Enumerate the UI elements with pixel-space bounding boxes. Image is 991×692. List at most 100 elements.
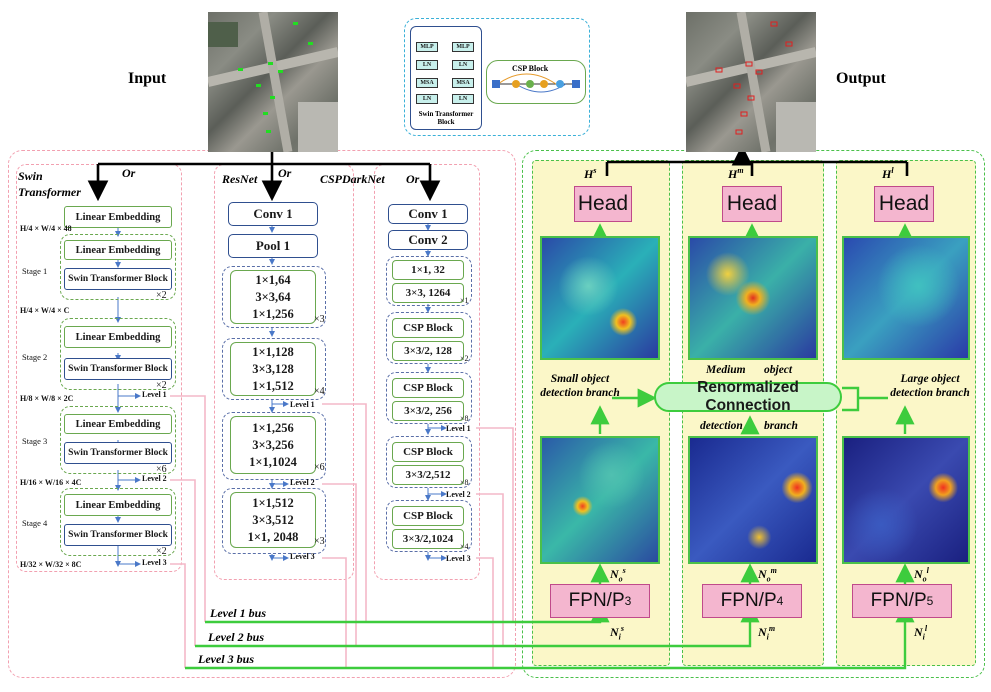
resnet-mult-4: ×3: [314, 536, 325, 547]
head-l-label: Hl: [882, 166, 894, 181]
swin-level-3: Level 3: [142, 558, 167, 567]
n-i-large: Nil: [914, 624, 928, 642]
heatmap-small-upper: [540, 236, 660, 360]
detection-label: detection: [700, 420, 743, 432]
output-label: Output: [836, 70, 886, 87]
head-s-label: Hs: [584, 166, 597, 181]
legend-box: [404, 18, 590, 136]
swin-linear-embedding-2: Linear Embedding: [64, 326, 172, 348]
legend-csp-block: [486, 60, 586, 104]
swin-stage-2-label: Stage 2: [22, 352, 48, 362]
object-label: object: [764, 364, 793, 376]
branch-label: branch: [764, 420, 798, 432]
swin-mult-3: ×6: [156, 464, 167, 475]
swin-block-2: Swin Transformer Block: [64, 358, 172, 380]
csp-mult-1: ×2: [460, 354, 469, 363]
head-large: Head: [874, 186, 934, 222]
swin-dim-2: H/8 × W/8 × 2C: [20, 394, 74, 403]
swin-dim-3: H/16 × W/16 × 4C: [20, 478, 82, 487]
head-medium: Head: [722, 186, 782, 222]
csp-stage-2: [386, 372, 472, 424]
swin-stage-4-label: Stage 4: [22, 518, 48, 528]
level-3-bus-label: Level 3 bus: [198, 652, 254, 666]
level-2-bus-label: Level 2 bus: [208, 630, 264, 644]
swin-dim-1: H/4 × W/4 × C: [20, 306, 70, 315]
csp-mult-2: ×8: [460, 414, 469, 423]
n-i-small: Nis: [610, 624, 625, 642]
legend-msa-2: MSA: [452, 78, 474, 88]
resnet-level-2: Level 2: [290, 478, 315, 487]
heatmap-medium-upper: [688, 236, 818, 360]
swin-level-2: Level 2: [142, 474, 167, 483]
csp-block-4: CSP Block: [392, 506, 464, 526]
n-o-medium: Nom: [758, 566, 777, 584]
csp-mult-3: ×8: [460, 478, 469, 487]
swin-mult-2: ×2: [156, 380, 167, 391]
csp-level-1: Level 1: [446, 424, 471, 433]
input-label: Input: [128, 70, 167, 87]
swin-stage-3: [60, 406, 176, 474]
small-branch-label: Small object detection branch: [540, 373, 620, 399]
swin-stage-1-label: Stage 1: [22, 266, 48, 276]
heatmap-small-lower: [540, 436, 660, 564]
head-m-label: Hm: [728, 166, 744, 181]
legend-swin-block: [410, 26, 482, 130]
csp-s0a: 1×1, 32: [392, 260, 464, 280]
swin-stage-3-label: Stage 3: [22, 436, 48, 446]
csp-s0b: 3×3, 1264: [392, 283, 464, 303]
csp-conv-2: Conv 2: [388, 230, 468, 250]
large-branch-label: Large object detection branch: [890, 373, 970, 399]
head-small: Head: [574, 186, 632, 222]
csp-stage-1: [386, 312, 472, 364]
legend-ln-3: LN: [452, 60, 474, 70]
resnet-mult-1: ×3: [314, 314, 325, 325]
swin-block-4: Swin Transformer Block: [64, 524, 172, 546]
swin-linear-embedding-1: Linear Embedding: [64, 240, 172, 260]
legend-ln-2: LN: [416, 94, 438, 104]
level-1-bus-label: Level 1 bus: [210, 606, 266, 620]
csp-block-3: CSP Block: [392, 442, 464, 462]
csp-stage-3: [386, 436, 472, 488]
legend-msa-1: MSA: [416, 78, 438, 88]
resnet-conv-1: Conv 1: [228, 202, 318, 226]
swin-linear-embedding-3: Linear Embedding: [64, 414, 172, 434]
swin-title: Swin Transformer: [18, 169, 81, 199]
csp-s4: 3×3/2,1024: [392, 529, 464, 549]
csp-level-3: Level 3: [446, 554, 471, 563]
swin-block-3: Swin Transformer Block: [64, 442, 172, 464]
or-resnet: Or: [278, 166, 292, 180]
csp-mult-4: ×4: [460, 542, 469, 551]
n-o-large: Nol: [914, 566, 929, 584]
resnet-mult-2: ×4: [314, 386, 325, 397]
renormalized-connection: Renormalized Connection: [654, 379, 842, 414]
swin-stage-4: [60, 488, 176, 556]
legend-ln-1: LN: [416, 60, 438, 70]
csp-s2: 3×3/2, 256: [392, 401, 464, 421]
legend-swin-block-label: Swin Transformer Block: [418, 110, 474, 126]
resnet-stage-4: [222, 488, 326, 554]
or-swin: Or: [122, 166, 136, 180]
n-i-medium: Nim: [758, 624, 776, 642]
swin-mult-4: ×2: [156, 546, 167, 557]
swin-stage-2: [60, 318, 176, 390]
resnet-level-3: Level 3: [290, 552, 315, 561]
legend-mlp-1: MLP: [416, 42, 438, 52]
or-csp: Or: [406, 172, 420, 186]
swin-level-1: Level 1: [142, 390, 167, 399]
legend-ln-4: LN: [452, 94, 474, 104]
resnet-pool-1: Pool 1: [228, 234, 318, 258]
swin-block-1: Swin Transformer Block: [64, 268, 172, 290]
n-o-small: Nos: [610, 566, 626, 584]
heatmap-large-lower: [842, 436, 970, 564]
resnet-title: ResNet: [222, 172, 258, 186]
swin-dim-4: H/32 × W/32 × 8C: [20, 560, 82, 569]
resnet-mult-3: ×6: [314, 462, 325, 473]
